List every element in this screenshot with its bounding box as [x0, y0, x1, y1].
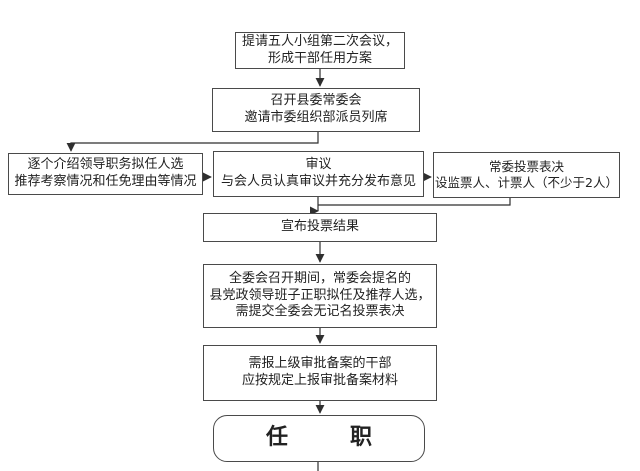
node-text-line: 应按规定上报审批备案材料 [241, 373, 398, 388]
node-text-line: 全委会召开期间，常委会提名的 [228, 270, 411, 286]
node-text-line: 需报上级审批备案的干部 [248, 356, 392, 372]
flow-node-propose: 提请五人小组第二次会议， 形成干部任用方案 [235, 32, 405, 69]
flow-node-vote: 常委投票表决 设监票人、计票人（不少于2人） [433, 152, 620, 198]
flow-node-introduce: 逐个介绍领导职务拟任人选 推荐考察情况和任免理由等情况 [8, 153, 203, 195]
flow-node-plenary: 全委会召开期间，常委会提名的 县党政领导班子正职拟任及推荐人选， 需提交全委会无… [203, 264, 437, 328]
flow-node-review: 审议 与会人员认真审议并充分发布意见 [213, 151, 424, 197]
node-text-line: 推荐考察情况和任免理由等情况 [14, 174, 197, 189]
node-text-line: 县党政领导班子正职拟任及推荐人选， [209, 287, 431, 303]
node-text-line: 召开县委常委会 [270, 93, 362, 109]
flow-node-announce: 宣布投票结果 [203, 213, 437, 242]
connector-vote-merge [318, 198, 511, 206]
node-text-line: 需提交全委会无记名投票表决 [235, 304, 405, 320]
node-text-line: 常委投票表决 [488, 158, 564, 174]
node-text-line: 形成干部任用方案 [267, 50, 372, 66]
node-text-line: 宣布投票结果 [280, 219, 359, 235]
node-text-line: 职 [350, 425, 373, 451]
node-text-line: 设监票人、计票人（不少于2人） [435, 175, 618, 190]
flow-node-appoint-terminal: 任 职 [213, 415, 425, 462]
flow-node-report: 需报上级审批备案的干部 应按规定上报审批备案材料 [203, 345, 437, 401]
connector-convene-introduce [66, 132, 319, 152]
node-text-line: 逐个介绍领导职务拟任人选 [27, 157, 184, 173]
node-text-line: 审议 [305, 157, 332, 173]
node-text-line: 邀请市委组织部派员列席 [244, 110, 388, 125]
flow-node-convene: 召开县委常委会 邀请市委组织部派员列席 [212, 88, 420, 132]
node-text-line: 提请五人小组第二次会议， [241, 34, 398, 50]
node-text-line: 与会人员认真审议并充分发布意见 [220, 174, 416, 189]
node-text-line: 任 [265, 425, 288, 451]
